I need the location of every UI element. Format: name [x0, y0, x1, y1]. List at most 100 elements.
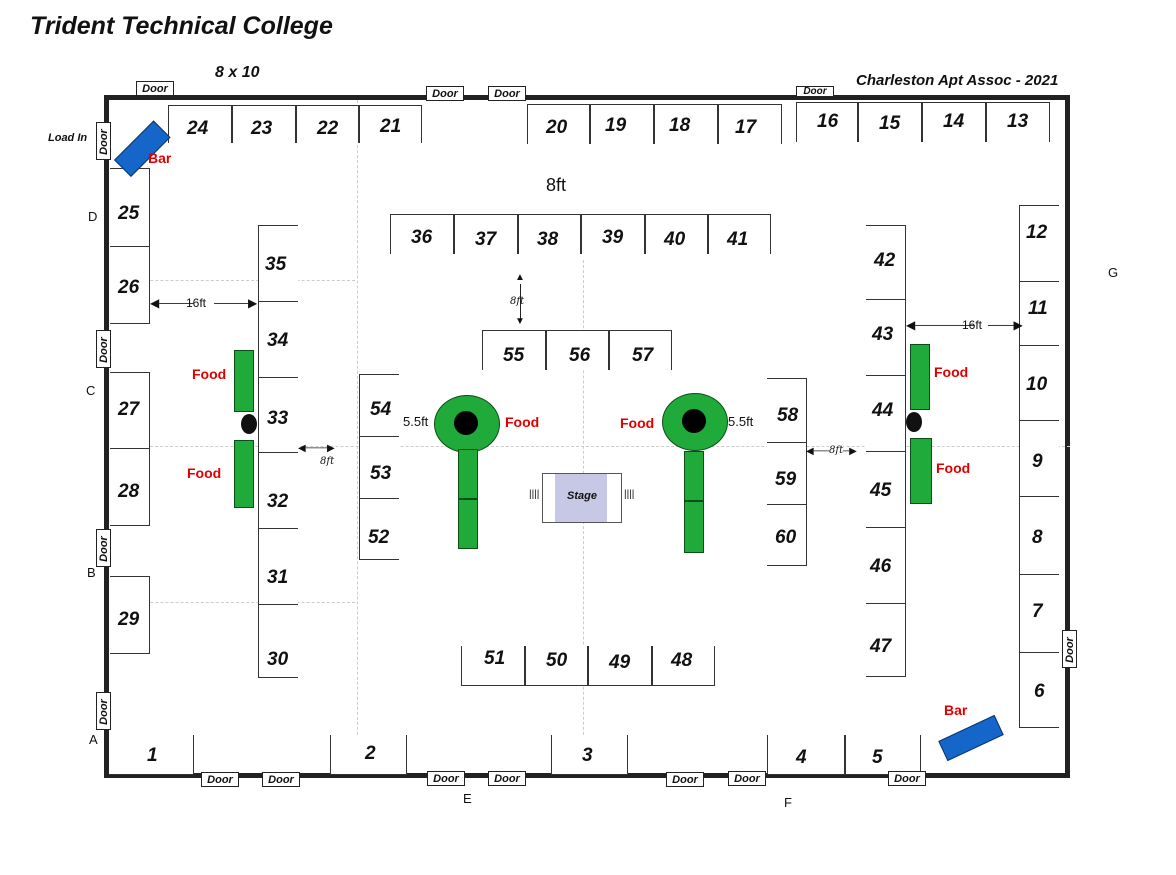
booth-56[interactable]: 56 [546, 330, 609, 370]
marker-b: B [87, 565, 96, 580]
booth-35[interactable]: 35 [258, 225, 298, 301]
booth-26[interactable]: 26 [110, 246, 150, 324]
booth-39[interactable]: 39 [581, 214, 645, 254]
booth-1[interactable]: 1 [109, 735, 194, 775]
door-top-4[interactable]: Door [796, 86, 834, 97]
booth-12[interactable]: 12 [1019, 205, 1059, 281]
booth-50[interactable]: 50 [525, 646, 588, 686]
booth-53[interactable]: 53 [359, 436, 399, 498]
booth-22[interactable]: 22 [296, 105, 359, 143]
booth-15[interactable]: 15 [858, 102, 922, 142]
door-left-1[interactable]: Door [96, 122, 111, 160]
booth-2[interactable]: 2 [330, 735, 407, 775]
door-left-3[interactable]: Door [96, 529, 111, 567]
food-label: Food [936, 460, 971, 476]
food-label: Food [187, 465, 222, 481]
booth-10[interactable]: 10 [1019, 345, 1059, 420]
booth-60[interactable]: 60 [767, 504, 807, 566]
booth-5[interactable]: 5 [845, 735, 921, 775]
arrow-left: ◀───▶ [298, 443, 335, 454]
booth-25[interactable]: 25 [110, 168, 150, 246]
dimension-label: 16ft [186, 296, 207, 310]
food-station [458, 449, 478, 499]
booth-16[interactable]: 16 [796, 102, 858, 142]
door-right-1[interactable]: Door [1062, 630, 1077, 668]
door-left-4[interactable]: Door [96, 692, 111, 730]
booth-29[interactable]: 29 [110, 576, 150, 654]
arrow-left: ◀──── [150, 296, 194, 310]
booth-11[interactable]: 11 [1019, 281, 1059, 345]
booth-14[interactable]: 14 [922, 102, 986, 142]
booth-51[interactable]: 51 [461, 646, 525, 686]
food-label: Food [934, 364, 969, 380]
booth-49[interactable]: 49 [588, 646, 652, 686]
marker-f: F [784, 795, 792, 810]
booth-52[interactable]: 52 [359, 498, 399, 560]
booth-4[interactable]: 4 [767, 735, 845, 775]
booth-20[interactable]: 20 [527, 104, 590, 144]
booth-44[interactable]: 44 [866, 375, 906, 451]
marker-c: C [86, 383, 96, 398]
booth-8[interactable]: 8 [1019, 496, 1059, 574]
door-left-2[interactable]: Door [96, 330, 111, 368]
booth-21[interactable]: 21 [359, 105, 422, 143]
door-bottom-6[interactable]: Door [728, 771, 766, 786]
booth-23[interactable]: 23 [232, 105, 296, 143]
booth-42[interactable]: 42 [866, 225, 906, 299]
door-bottom-7[interactable]: Door [888, 771, 926, 786]
booth-19[interactable]: 19 [590, 104, 654, 144]
door-bottom-1[interactable]: Door [201, 772, 239, 787]
booth-47[interactable]: 47 [866, 603, 906, 677]
booth-58[interactable]: 58 [767, 378, 807, 442]
booth-48[interactable]: 48 [652, 646, 715, 686]
booth-41[interactable]: 41 [708, 214, 771, 254]
food-station [234, 440, 254, 508]
booth-55[interactable]: 55 [482, 330, 546, 370]
booth-43[interactable]: 43 [866, 299, 906, 375]
booth-57[interactable]: 57 [609, 330, 672, 370]
food-label: Food [505, 414, 540, 430]
booth-27[interactable]: 27 [110, 372, 150, 448]
door-bottom-4[interactable]: Door [488, 771, 526, 786]
arrow-right: ────▶ [214, 296, 258, 310]
door-bottom-3[interactable]: Door [427, 771, 465, 786]
dimension-label: 8ft [546, 175, 567, 195]
booth-46[interactable]: 46 [866, 527, 906, 603]
booth-13[interactable]: 13 [986, 102, 1050, 142]
booth-6[interactable]: 6 [1019, 652, 1059, 728]
door-top-3[interactable]: Door [488, 86, 526, 101]
booth-size: 8 x 10 [215, 64, 260, 81]
table-marker [906, 412, 922, 432]
door-top-1[interactable]: Door [136, 81, 174, 96]
bar-label-left: Bar [148, 150, 172, 166]
food-station [458, 499, 478, 549]
stage-steps-right: |||| [624, 489, 635, 500]
booth-3[interactable]: 3 [551, 735, 628, 775]
booth-54[interactable]: 54 [359, 374, 399, 436]
booth-28[interactable]: 28 [110, 448, 150, 526]
door-bottom-2[interactable]: Door [262, 772, 300, 787]
arrow-shaft [520, 284, 521, 322]
page-title: Trident Technical College [30, 12, 333, 40]
marker-a: A [89, 732, 98, 747]
door-bottom-5[interactable]: Door [666, 772, 704, 787]
booth-45[interactable]: 45 [866, 451, 906, 527]
booth-24[interactable]: 24 [168, 105, 232, 143]
booth-33[interactable]: 33 [258, 377, 298, 452]
booth-38[interactable]: 38 [518, 214, 581, 254]
booth-30[interactable]: 30 [258, 604, 298, 678]
stage-steps-left: |||| [529, 489, 540, 500]
booth-40[interactable]: 40 [645, 214, 708, 254]
booth-7[interactable]: 7 [1019, 574, 1059, 652]
door-top-2[interactable]: Door [426, 86, 464, 101]
booth-31[interactable]: 31 [258, 528, 298, 604]
booth-18[interactable]: 18 [654, 104, 718, 144]
booth-37[interactable]: 37 [454, 214, 518, 254]
booth-34[interactable]: 34 [258, 301, 298, 377]
booth-36[interactable]: 36 [390, 214, 454, 254]
booth-32[interactable]: 32 [258, 452, 298, 528]
booth-17[interactable]: 17 [718, 104, 782, 144]
booth-59[interactable]: 59 [767, 442, 807, 504]
stage-platform [555, 474, 607, 522]
booth-9[interactable]: 9 [1019, 420, 1059, 496]
